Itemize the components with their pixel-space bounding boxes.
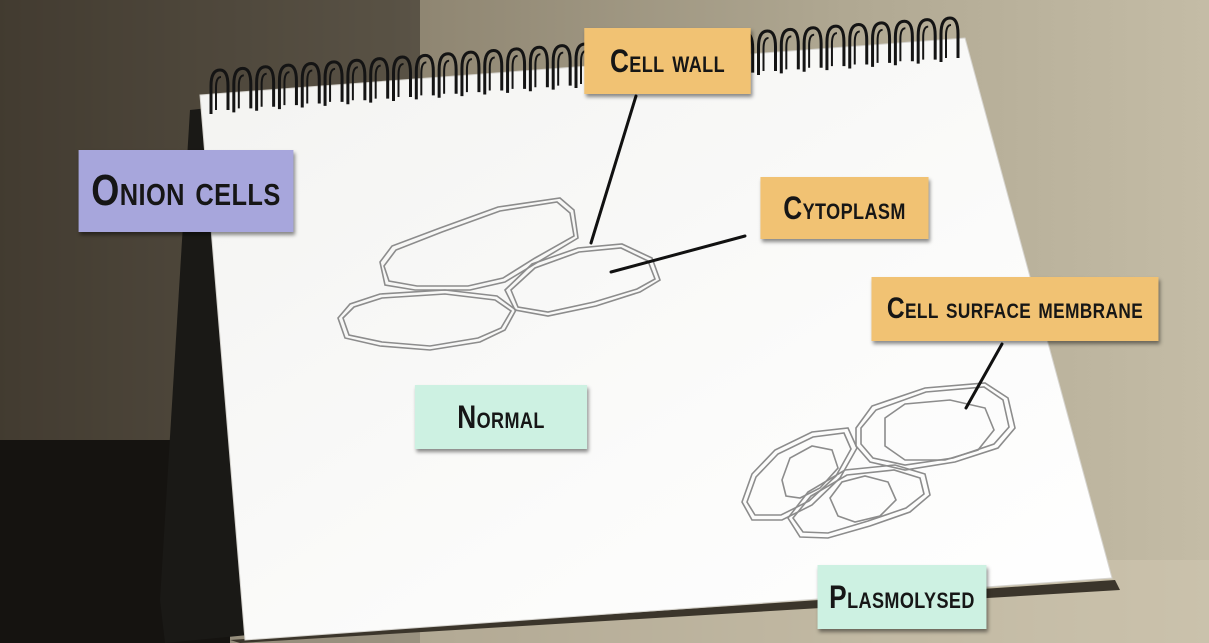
label-cytoplasm: Cytoplasm (760, 177, 928, 239)
label-plasmolysed: Plasmolysed (818, 565, 987, 629)
label-cell-wall: Cell wall (584, 28, 750, 94)
title-onion-cells: Onion cells (79, 150, 294, 232)
label-cell-surface-membrane: Cell surface membrane (872, 277, 1159, 341)
label-normal: Normal (415, 385, 587, 449)
